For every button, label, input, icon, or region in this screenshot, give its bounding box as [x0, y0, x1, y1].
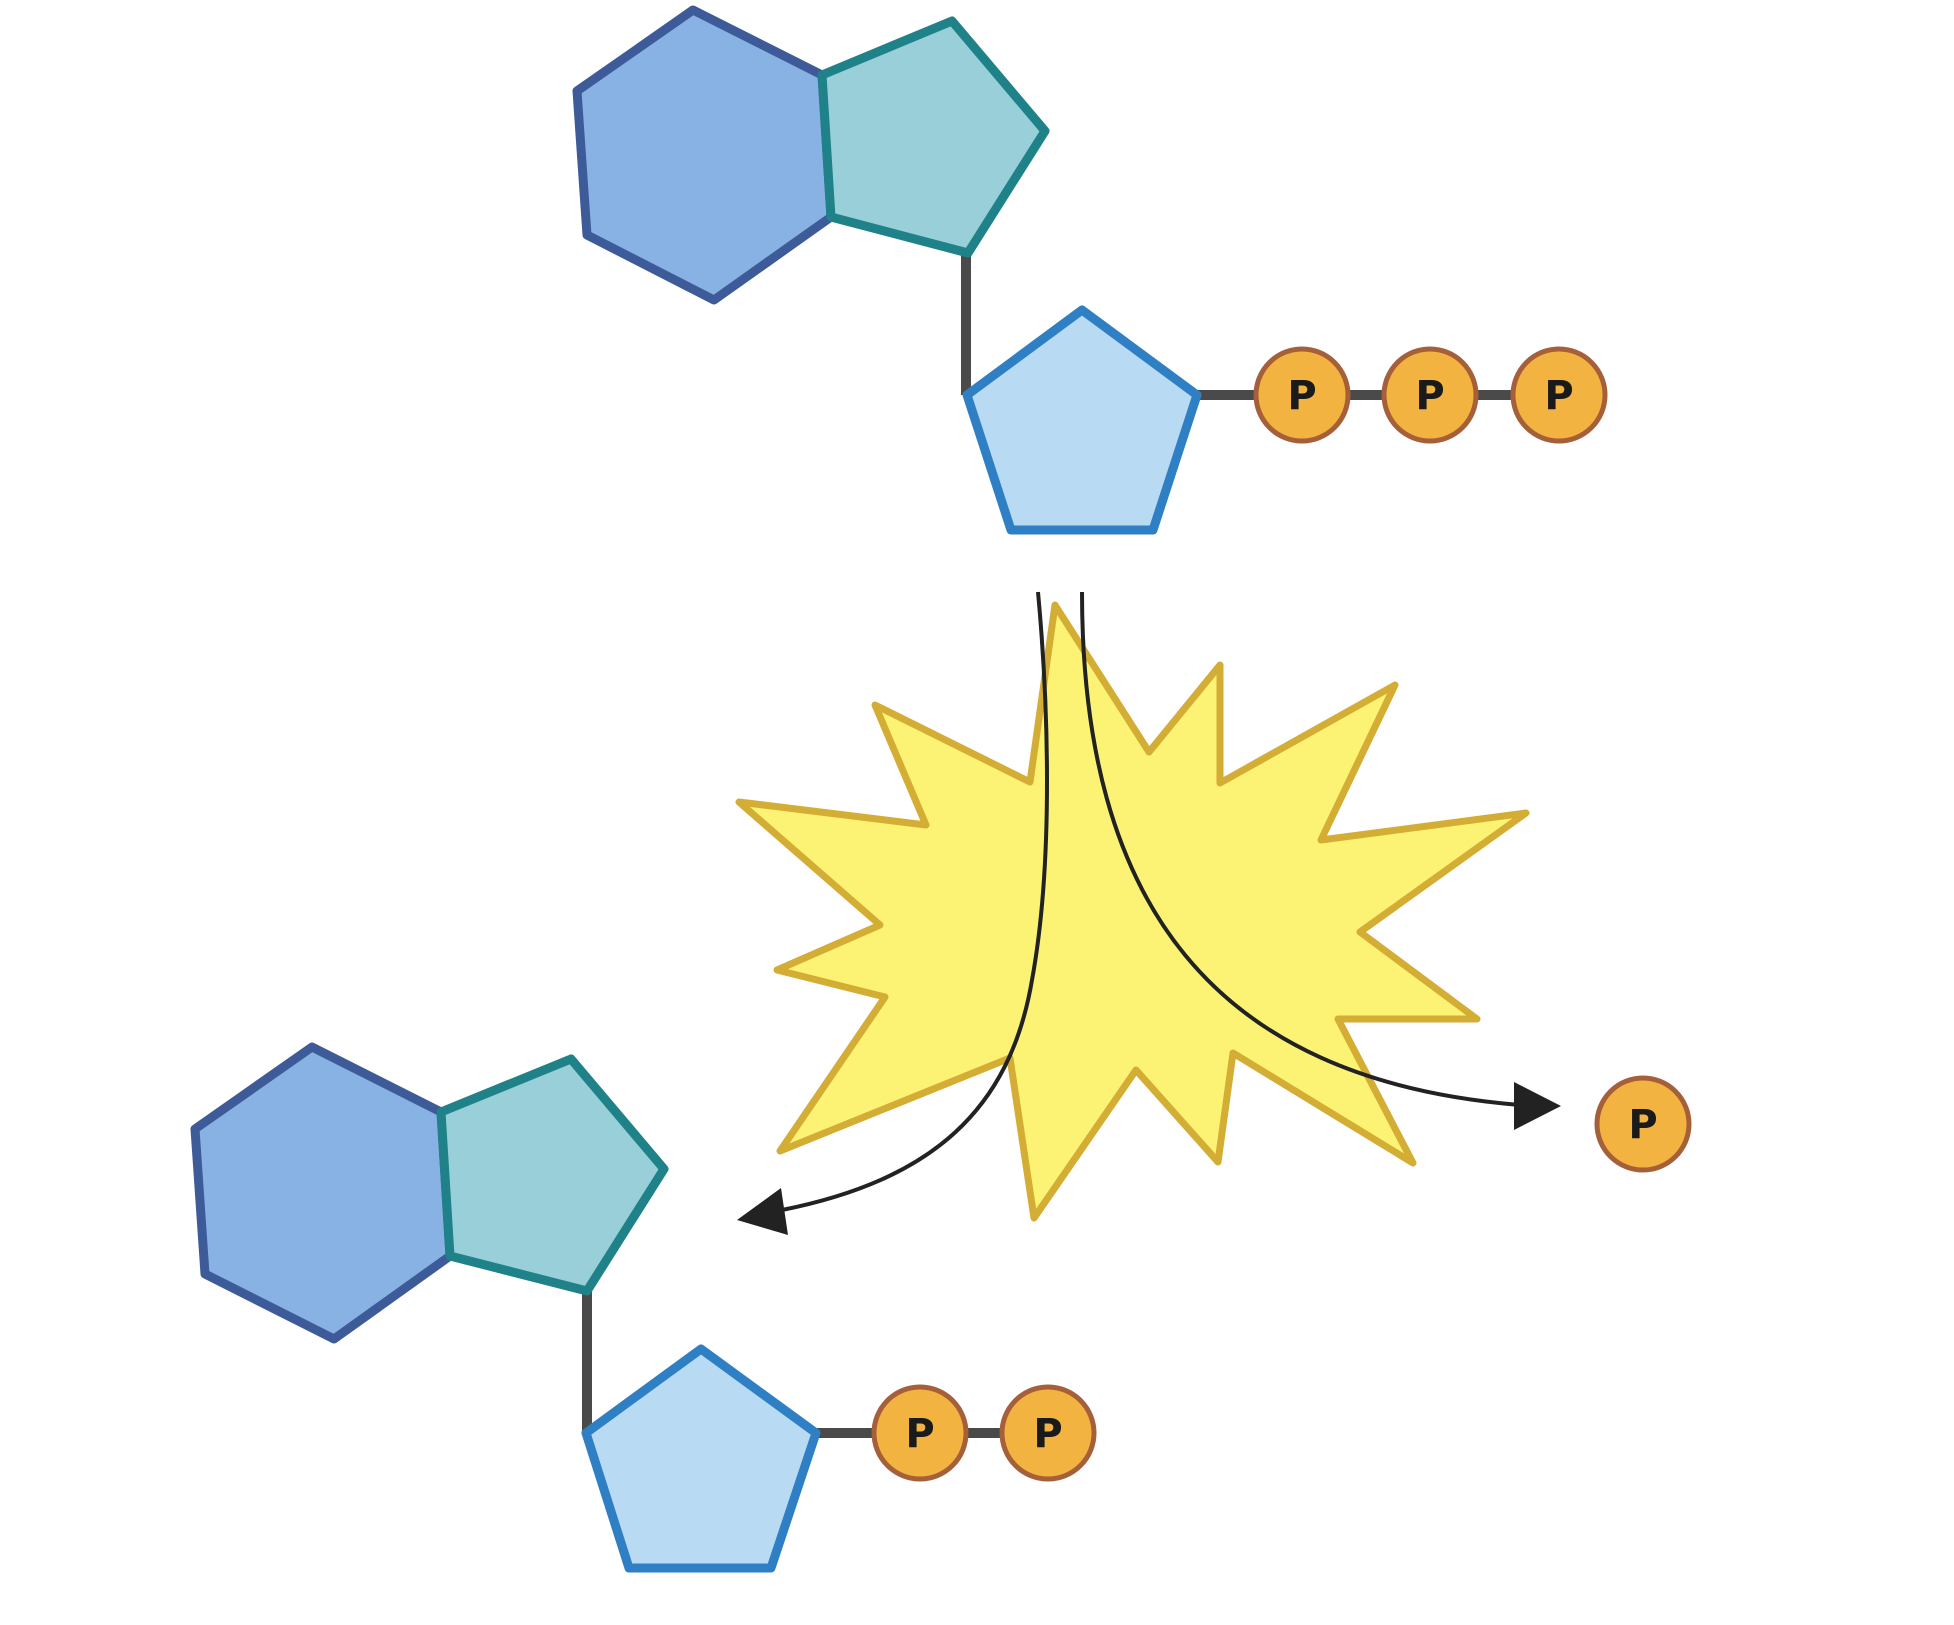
top-molecule: P P P [572, 5, 1608, 535]
energy-burst [735, 601, 1530, 1222]
phosphate-label: P [1415, 373, 1444, 419]
ribose-sugar [962, 305, 1202, 535]
phosphate: P [1381, 346, 1479, 444]
phosphate: P [1510, 346, 1608, 444]
phosphate-group-top: P P P [1253, 346, 1608, 444]
hexagon-ring [190, 1042, 455, 1344]
arrowhead-left [737, 1188, 788, 1235]
phosphate-group-bottom: P P [871, 1384, 1097, 1482]
phosphate-label: P [1287, 373, 1316, 419]
pentagon-ring [817, 16, 1050, 258]
arrowhead-right [1514, 1082, 1561, 1130]
phosphate: P [999, 1384, 1097, 1482]
phosphate-label: P [905, 1411, 934, 1457]
hexagon-ring [572, 5, 836, 305]
released-phosphate: P [1594, 1075, 1692, 1173]
ribose-sugar [581, 1344, 821, 1573]
phosphate: P [871, 1384, 969, 1482]
phosphate-label: P [1628, 1102, 1657, 1148]
pentagon-ring [436, 1054, 669, 1296]
arrow-to-phosphate [1080, 591, 1561, 1130]
phosphate-label: P [1033, 1411, 1062, 1457]
bottom-molecule: P P [190, 1042, 1097, 1573]
arrow-to-adp [737, 591, 1049, 1235]
phosphate-label: P [1544, 373, 1573, 419]
phosphate: P [1253, 346, 1351, 444]
